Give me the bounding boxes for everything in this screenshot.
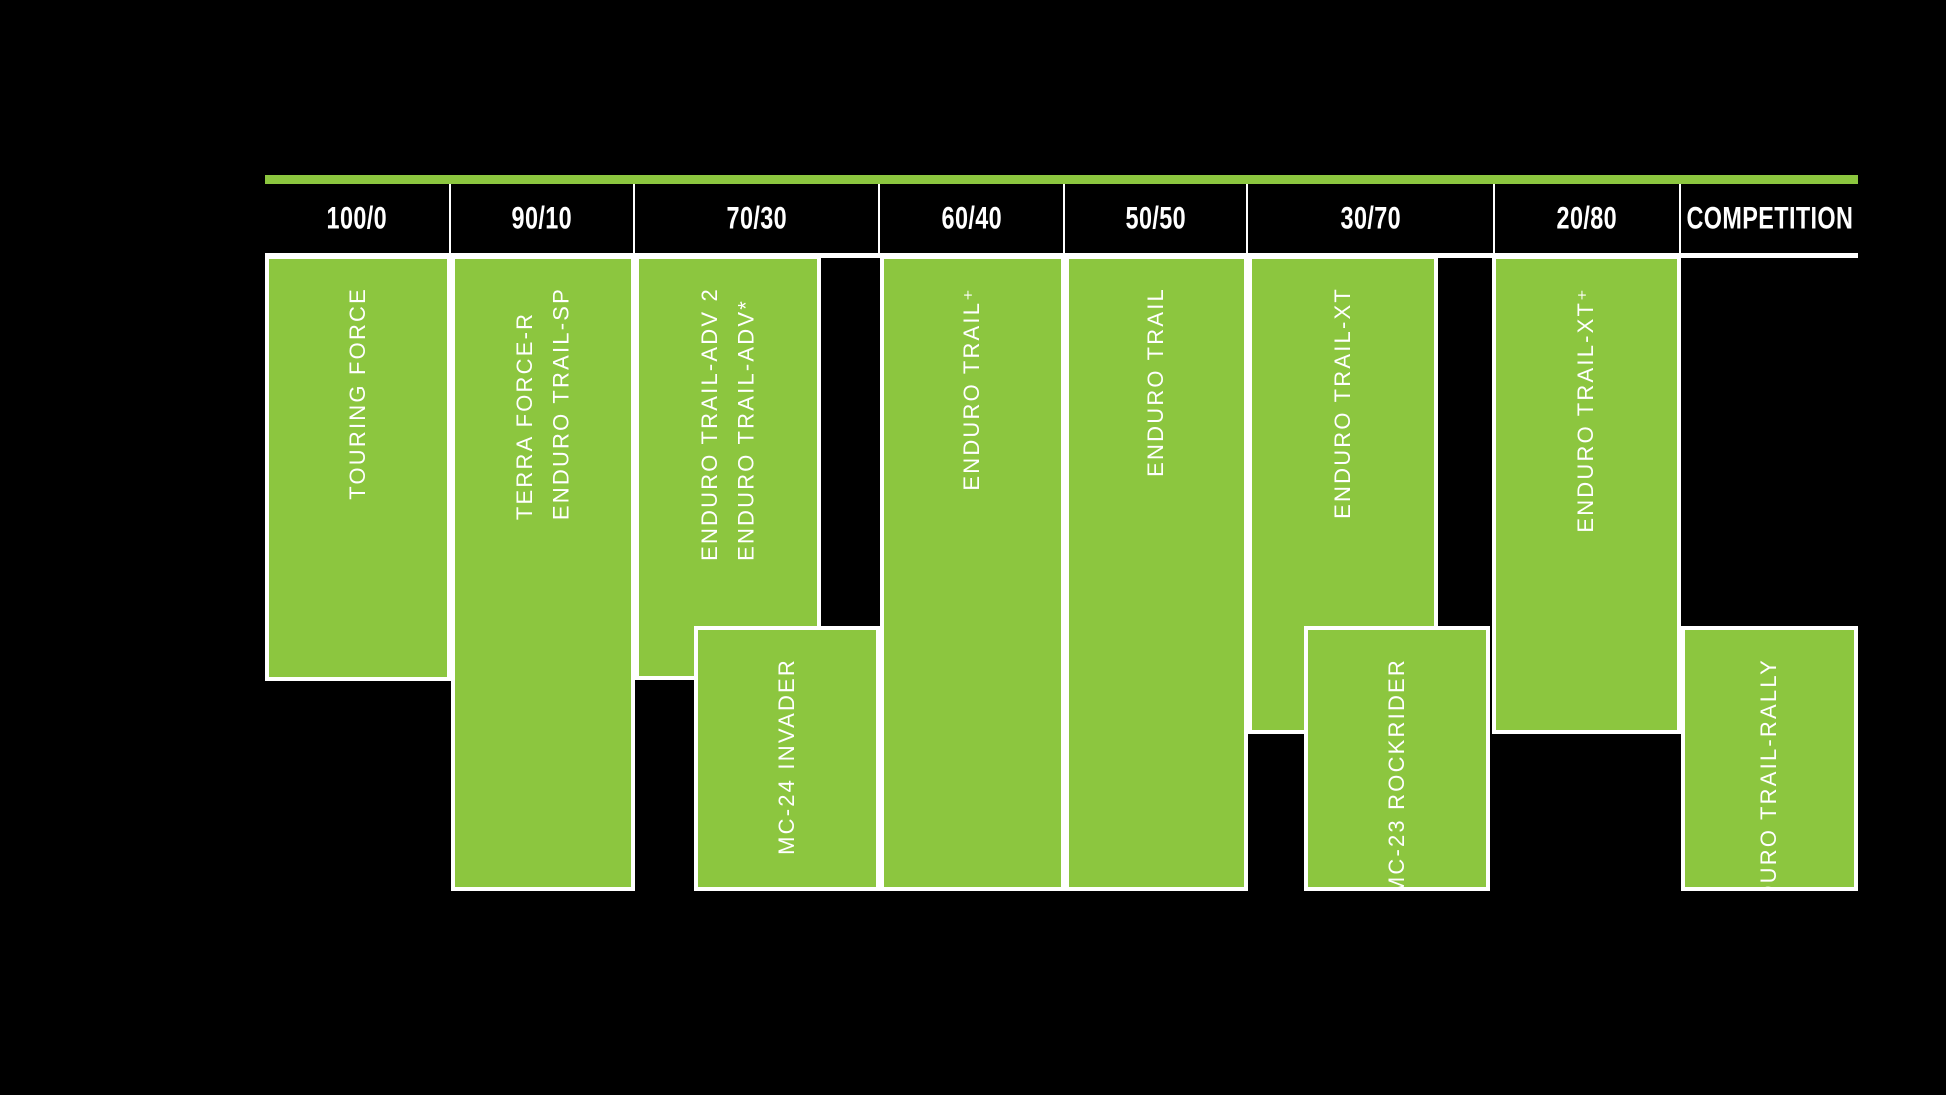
header-label: 100/0 bbox=[326, 200, 388, 236]
product-label: ENDURO TRAIL-ADV 2 ENDURO TRAIL-ADV* bbox=[696, 287, 758, 561]
product-label: MC-23 ROCKRIDER bbox=[1383, 658, 1409, 891]
product-block-mc-24-invader: MC-24 INVADER bbox=[694, 626, 880, 891]
header-cell-30-70: 30/70 bbox=[1248, 184, 1495, 253]
product-label: ENDURO TRAIL-RALLY bbox=[1756, 658, 1782, 891]
header-label: 30/70 bbox=[1340, 200, 1401, 236]
header-label: 70/30 bbox=[726, 200, 787, 236]
product-block-enduro-trail-xt-plus: ENDURO TRAIL-XT⁺ bbox=[1492, 255, 1681, 734]
header-cell-60-40: 60/40 bbox=[880, 184, 1065, 253]
product-block-enduro-trail-adv: ENDURO TRAIL-ADV 2 ENDURO TRAIL-ADV* bbox=[635, 255, 821, 680]
header-label: 20/80 bbox=[1556, 200, 1618, 236]
product-block-mc-23-rockrider: MC-23 ROCKRIDER bbox=[1304, 626, 1490, 891]
product-label: TERRA FORCE-R ENDURO TRAIL-SP bbox=[511, 287, 573, 521]
header-cell-competition: COMPETITION bbox=[1681, 184, 1858, 253]
product-block-enduro-trail: ENDURO TRAIL bbox=[1065, 255, 1248, 891]
product-label: ENDURO TRAIL-XT⁺ bbox=[1573, 287, 1599, 533]
accent-bar bbox=[265, 175, 1858, 184]
ratio-header-row: 100/0 90/10 70/30 60/40 50/50 30/70 20/8… bbox=[265, 184, 1858, 258]
header-cell-20-80: 20/80 bbox=[1495, 184, 1681, 253]
header-label: 50/50 bbox=[1125, 200, 1186, 236]
header-label: 90/10 bbox=[511, 200, 573, 236]
product-label: ENDURO TRAIL-XT bbox=[1329, 287, 1355, 519]
header-cell-100-0: 100/0 bbox=[265, 184, 451, 253]
product-block-enduro-trail-plus: ENDURO TRAIL⁺ bbox=[880, 255, 1065, 891]
header-cell-90-10: 90/10 bbox=[451, 184, 635, 253]
product-block-touring-force: TOURING FORCE bbox=[265, 255, 451, 681]
header-label: 60/40 bbox=[941, 200, 1002, 236]
product-label: ENDURO TRAIL⁺ bbox=[959, 287, 985, 491]
header-cell-50-50: 50/50 bbox=[1065, 184, 1248, 253]
product-label: ENDURO TRAIL bbox=[1143, 287, 1169, 477]
product-label: MC-24 INVADER bbox=[773, 658, 799, 855]
header-cell-70-30: 70/30 bbox=[635, 184, 880, 253]
product-block-terra-force-r: TERRA FORCE-R ENDURO TRAIL-SP bbox=[451, 255, 635, 891]
product-block-enduro-trail-rally: ENDURO TRAIL-RALLY bbox=[1681, 626, 1858, 891]
header-label: COMPETITION bbox=[1686, 200, 1853, 236]
product-label: TOURING FORCE bbox=[344, 287, 370, 500]
